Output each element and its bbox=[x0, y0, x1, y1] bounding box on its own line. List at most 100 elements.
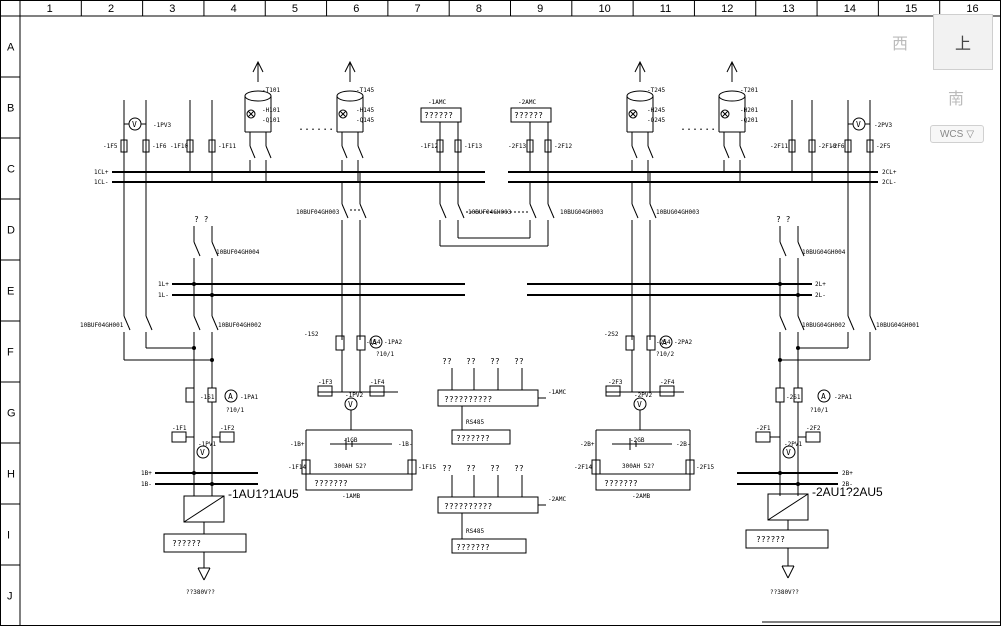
bus-label-1b-pos: 1B+ bbox=[141, 470, 152, 477]
bus-label-2l-neg: 2L- bbox=[815, 292, 826, 299]
view-cube-west-label[interactable]: 西 bbox=[892, 30, 908, 54]
bus-label-1l-pos: 1L+ bbox=[158, 281, 169, 288]
label-2f6: -2F6 bbox=[830, 143, 845, 150]
label-2f4: -2F4 bbox=[660, 379, 675, 386]
row-label: C bbox=[7, 164, 15, 176]
label-rs485-1: RS485 bbox=[466, 419, 484, 426]
row-label: E bbox=[7, 286, 14, 298]
label-2f11: -2F11 bbox=[770, 143, 788, 150]
center-q4: ?? bbox=[514, 357, 524, 366]
label-left-supply: ??380V?? bbox=[186, 589, 215, 596]
right-section-switches bbox=[779, 172, 877, 388]
label-2f14: -2F14 bbox=[574, 464, 592, 471]
label-2gb: -2GB bbox=[630, 437, 645, 444]
label-q145: -Q145 bbox=[356, 117, 374, 124]
label-left-switch-6: 10BUF04GH001 bbox=[80, 322, 124, 329]
column-label: 1 bbox=[47, 3, 53, 15]
center-q5: ?? bbox=[442, 464, 452, 473]
center-q2: ?? bbox=[466, 357, 476, 366]
view-cube-top-face[interactable]: 上 bbox=[933, 14, 993, 70]
label-2s2: -2S2 bbox=[604, 331, 619, 338]
label-1s2: -1S2 bbox=[304, 331, 319, 338]
column-label: 9 bbox=[537, 3, 543, 15]
label-2f3: -2F3 bbox=[608, 379, 623, 386]
label-q101: -Q101 bbox=[262, 117, 280, 124]
label-1b-plus: -1B+ bbox=[290, 441, 305, 448]
wcs-dropdown[interactable]: WCS ▽ bbox=[930, 125, 984, 143]
label-q201: -Q201 bbox=[740, 117, 758, 124]
label-2b-minus: -2B- bbox=[676, 441, 690, 448]
continuation-dots-left: ...... bbox=[298, 122, 334, 133]
label-right-rectifier: -2AU1?2AU5 bbox=[812, 485, 883, 499]
bus-label-1cl-neg: 1CL- bbox=[94, 179, 108, 186]
voltmeter-v-symbol-6: V bbox=[786, 448, 791, 457]
dc-bus-cl bbox=[112, 172, 878, 182]
dc-bus-b bbox=[155, 473, 838, 484]
right-batt-box-text: ??????? bbox=[604, 479, 638, 488]
label-top-1amc: -1AMC bbox=[428, 99, 446, 106]
bus-label-2cl-pos: 2CL+ bbox=[882, 169, 897, 176]
center-q6: ?? bbox=[466, 464, 476, 473]
ammeter-a-symbol-3: A bbox=[662, 338, 667, 347]
bus-label-1l-neg: 1L- bbox=[158, 292, 169, 299]
voltmeter-v-symbol-5: V bbox=[637, 400, 642, 409]
center-q3: ?? bbox=[490, 357, 500, 366]
label-1f6: -1F6 bbox=[152, 143, 167, 150]
label-1pv2: -1PV2 bbox=[345, 392, 363, 399]
bus-label-1cl-pos: 1CL+ bbox=[94, 169, 109, 176]
top-1amc-text: ?????? bbox=[424, 111, 453, 120]
ammeter-a-symbol: A bbox=[372, 338, 377, 347]
row-label: D bbox=[7, 225, 15, 237]
label-left-batt-spec: 300AH 52? bbox=[334, 463, 367, 470]
label-2f15: -2F15 bbox=[696, 464, 714, 471]
center-q8: ?? bbox=[514, 464, 524, 473]
label-t145: -T145 bbox=[356, 87, 374, 94]
top-right-fuse-group bbox=[789, 100, 873, 182]
label-ratio-right-2: ?10/1 bbox=[810, 407, 828, 414]
label-1amb: -1AMB bbox=[342, 493, 360, 500]
label-ratio-right-1: ?10/2 bbox=[656, 351, 674, 358]
label-tie-switch-1: 10BUF04GH003 bbox=[296, 209, 340, 216]
label-center-2amc: -2AMC bbox=[548, 496, 566, 503]
center-q1: ?? bbox=[442, 357, 452, 366]
view-cube[interactable]: 上 西 南 bbox=[928, 10, 994, 140]
voltmeter-v-symbol-2: V bbox=[856, 120, 861, 129]
center-sub2-box-text: ??????? bbox=[456, 543, 490, 552]
label-1f2: -1F2 bbox=[220, 425, 235, 432]
label-top-2amc: -2AMC bbox=[518, 99, 536, 106]
label-left-qq: ? ? bbox=[194, 215, 209, 224]
chevron-down-icon: ▽ bbox=[966, 129, 974, 140]
label-1f10: -1F10 bbox=[170, 143, 188, 150]
label-1pa1: -1PA1 bbox=[240, 394, 258, 401]
bus-label-2cl-neg: 2CL- bbox=[882, 179, 896, 186]
top-left-fuse-group bbox=[121, 100, 215, 182]
row-label: B bbox=[7, 103, 14, 115]
label-1f4: -1F4 bbox=[370, 379, 385, 386]
label-h145: -H145 bbox=[356, 107, 374, 114]
label-1f12: -1F12 bbox=[420, 143, 438, 150]
bus-label-2l-pos: 2L+ bbox=[815, 281, 826, 288]
label-2pa2: -2PA2 bbox=[674, 339, 692, 346]
label-1f5: -1F5 bbox=[103, 143, 118, 150]
view-cube-south-label[interactable]: 南 bbox=[948, 85, 964, 109]
label-t201: -T201 bbox=[740, 87, 758, 94]
label-1b-minus: -1B- bbox=[398, 441, 412, 448]
label-tie-switch-4: 10BUG04GH003 bbox=[656, 209, 700, 216]
label-h201: -H201 bbox=[740, 107, 758, 114]
label-1pv1: -1PV1 bbox=[198, 441, 216, 448]
label-2s1: -2S1 bbox=[786, 394, 801, 401]
label-right-supply: ??380V?? bbox=[770, 589, 799, 596]
left-rect-box-text: ?????? bbox=[172, 539, 201, 548]
label-left-rectifier: -1AU1?1AU5 bbox=[228, 487, 299, 501]
center-amc2-box-text: ?????????? bbox=[444, 502, 492, 511]
label-right-switch-8: 10BUG04GH004 bbox=[802, 249, 846, 256]
label-t101: -T101 bbox=[262, 87, 280, 94]
left-section-switches bbox=[124, 172, 218, 388]
ammeter-a-symbol-2: A bbox=[228, 392, 233, 401]
voltmeter-v-symbol: V bbox=[132, 120, 137, 129]
label-tie-switch-3: 10BUG04GH003 bbox=[560, 209, 604, 216]
column-label: 4 bbox=[231, 3, 237, 15]
